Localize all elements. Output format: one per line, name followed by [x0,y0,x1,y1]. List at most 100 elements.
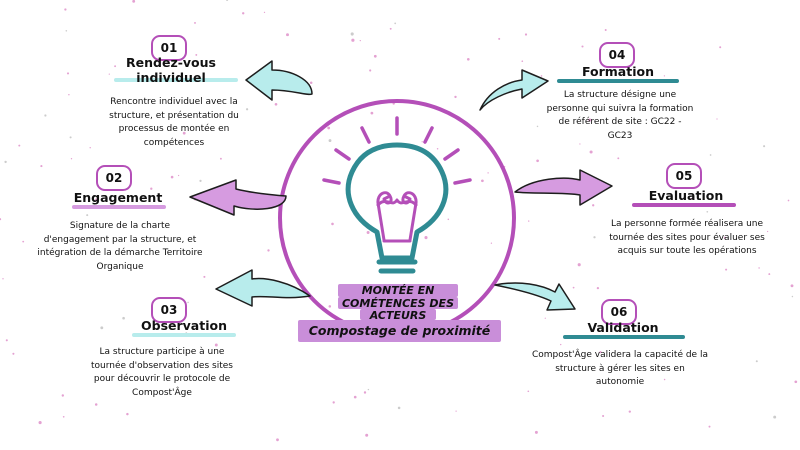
step-number-badge: 01 [151,35,187,61]
speckle-dot [274,102,278,106]
speckle-dot [498,37,501,40]
speckle-dot [242,12,245,15]
speckle-dot [94,403,98,406]
speckle-dot [723,236,726,239]
title-underline [114,78,238,82]
step-description: La structure participe à une tournée d'o… [91,347,233,398]
speckle-dot [628,410,631,413]
speckle-dot [69,136,72,139]
step-title: Validation [587,320,659,335]
speckle-dot [592,204,595,207]
step-number-badge: 06 [601,299,637,325]
speckle-dot [182,131,186,135]
center-subtitle: Compostage de proximité [298,320,501,342]
arrow-step-04-icon [479,69,549,111]
speckle-dot [38,421,42,425]
speckle-dot [709,154,712,156]
speckle-dot [725,268,728,271]
speckle-dot [708,425,711,428]
arrow-step-05-icon [514,169,613,206]
speckle-dot [66,72,70,75]
speckle-dot [373,54,377,58]
speckle-dot [331,222,334,226]
step-title: Formation [582,64,654,79]
speckle-dot [114,65,117,68]
speckle-dot [577,263,581,267]
speckle-dot [690,197,692,200]
speckle-dot [490,242,493,244]
center-label-bar-3 [360,309,436,320]
speckle-dot [276,438,279,442]
step-description: La personne formée réalisera une tournée… [609,219,765,256]
arrow-step-03-icon [215,269,311,307]
speckle-dot [454,95,457,99]
speckle-dot [370,111,374,115]
speckle-dot [359,39,361,42]
speckle-dot [199,179,202,183]
speckle-dot [596,286,600,290]
speckle-dot [766,230,769,233]
step-title: Rendez-vous individuel [126,55,216,85]
arrow-step-06-icon [494,282,576,311]
speckle-dot [524,33,528,36]
speckle-dot [2,278,4,280]
speckle-dot [122,316,125,320]
speckle-dot [663,75,666,77]
step-number-badge: 04 [599,42,635,68]
speckle-dot [286,33,289,37]
speckle-dot [245,108,249,111]
step-title: Engagement [73,190,163,205]
speckle-dot [332,401,335,404]
speckle-dot [536,125,539,128]
speckle-dot [579,143,581,145]
speckle-dot [187,301,189,304]
speckle-dot [365,433,369,437]
speckle-dot [108,73,110,75]
speckle-dot [528,220,530,222]
speckle-dot [65,30,68,32]
speckle-dot [588,118,592,122]
step-number-badge: 05 [666,163,702,189]
speckle-dot [466,57,470,61]
speckle-dot [599,351,602,354]
speckle-dot [421,141,423,143]
speckle-dot [351,38,355,42]
speckle-dot [18,144,21,147]
title-underline [72,205,166,209]
step-number-badge: 02 [96,165,132,191]
speckle-dot [544,317,546,319]
speckle-dot [95,198,99,202]
speckle-dot [581,45,584,48]
speckle-dot [481,179,484,183]
speckle-dot [534,430,538,434]
speckle-dot [773,415,777,419]
speckle-dot [4,160,7,164]
step-title: Evaluation [648,188,724,203]
speckle-dot [487,172,489,174]
speckle-dot [455,410,457,412]
center-label-bar-2 [338,297,458,309]
speckle-dot [5,339,8,342]
speckle-dot [203,275,206,278]
speckle-dot [267,249,270,252]
speckle-dot [12,352,15,355]
center-label-line-2: COMÉTENCES DES [341,297,454,310]
speckle-dot [755,360,758,363]
speckle-dot [89,147,91,149]
speckle-dot [350,32,354,36]
speckle-dot [604,29,607,31]
center-label-line-3: ACTEURS [369,309,427,322]
speckle-dot [436,147,439,150]
speckle-dot [787,199,790,202]
speckle-dot [617,157,620,160]
speckle-dot [353,395,357,399]
speckle-dot [794,380,798,384]
speckle-dot [126,412,129,416]
speckle-dot [363,391,367,394]
speckle-dot [589,150,593,154]
speckle-dot [536,159,539,163]
title-underline [132,333,236,337]
speckle-dot [194,21,196,24]
speckle-dot [397,406,401,410]
